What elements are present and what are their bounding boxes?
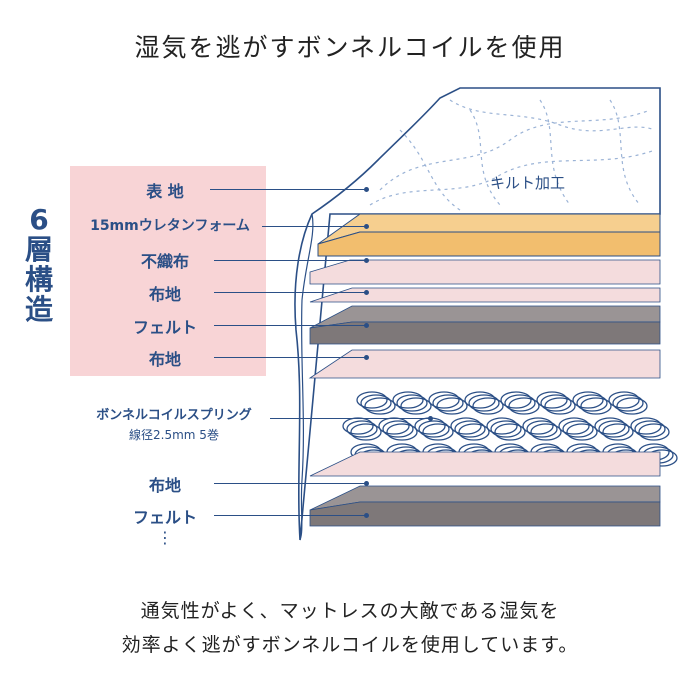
leader-line — [214, 260, 366, 261]
fabric-layer — [309, 287, 661, 303]
coil-loop — [350, 423, 382, 441]
layer-list-background — [70, 166, 266, 376]
coil-loop — [562, 420, 594, 438]
coil-loop — [386, 423, 418, 441]
coil-loop — [558, 417, 590, 435]
coil-loop — [566, 423, 598, 441]
leader-line — [262, 226, 366, 227]
layer-label: 不織布 — [140, 252, 189, 271]
coil-loop — [616, 397, 648, 415]
caption-line: 通気性がよく、マットレスの大敵である湿気を — [140, 600, 560, 622]
coil-loop — [580, 397, 612, 415]
quilt-label: キルト加工 — [490, 174, 566, 192]
coil-loop — [594, 417, 626, 435]
layer-label: 布地 — [148, 285, 181, 304]
coil-loop — [364, 397, 396, 415]
leader-dot — [364, 187, 369, 192]
coil-loop — [472, 397, 504, 415]
coil-loop — [630, 417, 662, 435]
coil-loop — [400, 397, 432, 415]
coil-loop — [612, 394, 644, 412]
leader-dot — [364, 355, 369, 360]
page-title: 湿気を逃がすボンネルコイルを使用 — [134, 33, 566, 62]
structure-label-char: 6 — [29, 203, 49, 236]
coil-loop — [540, 394, 572, 412]
fabric-layer — [308, 349, 661, 379]
structure-label-char: 層 — [24, 233, 53, 266]
layer-label: フェルト — [132, 508, 197, 527]
leader-dot — [364, 258, 369, 263]
coil-loop — [522, 417, 554, 435]
coil-loop — [450, 417, 482, 435]
structure-label-char: 構 — [24, 263, 53, 296]
coil-loop — [346, 420, 378, 438]
coil-loop — [382, 420, 414, 438]
leader-dot — [364, 290, 369, 295]
coil-loop — [602, 423, 634, 441]
fabric-layer — [309, 451, 661, 477]
coil-loop — [428, 391, 460, 409]
spring-spec: 線径2.5mm 5巻 — [129, 428, 219, 442]
caption: 通気性がよく、マットレスの大敵である湿気を 効率よく逃がすボンネルコイルを使用し… — [0, 594, 700, 662]
coil-loop — [544, 397, 576, 415]
coil-loop — [356, 391, 388, 409]
coil-loop — [576, 394, 608, 412]
coil-loop — [454, 420, 486, 438]
coil-loop — [608, 391, 640, 409]
felt-layer — [309, 485, 661, 527]
leader-dot — [428, 416, 433, 421]
coil-loop — [396, 394, 428, 412]
ellipsis: ⋮ — [157, 528, 173, 547]
layer-label: 布地 — [148, 350, 181, 369]
leader-dot — [364, 481, 369, 486]
coil-loop — [530, 423, 562, 441]
leader-dot — [364, 224, 369, 229]
coil-loop — [436, 397, 468, 415]
coil-loop — [494, 423, 526, 441]
coil-loop — [392, 391, 424, 409]
layer-label: 表 地 — [146, 182, 184, 201]
coil-loop — [638, 423, 670, 441]
coil-loop — [360, 394, 392, 412]
coil-loop — [504, 394, 536, 412]
coil-loop — [508, 397, 540, 415]
leader-line — [214, 325, 366, 326]
coil-loop — [432, 394, 464, 412]
coil-loop — [536, 391, 568, 409]
layer-label: 15mmウレタンフォーム — [90, 218, 250, 234]
felt-layer — [309, 305, 661, 345]
coil-loop — [490, 420, 522, 438]
coil-loop — [526, 420, 558, 438]
layer-label: 布地 — [148, 476, 181, 495]
coil-loop — [422, 423, 454, 441]
coil-loop — [598, 420, 630, 438]
quilted-cover — [294, 87, 661, 541]
nonwoven-layer — [309, 259, 661, 285]
coil-loop — [500, 391, 532, 409]
leader-line — [210, 189, 366, 190]
coil-loop — [458, 423, 490, 441]
layer-label: フェルト — [132, 318, 197, 337]
structure-label: 6 層 構 造 — [22, 205, 56, 325]
leader-line — [214, 357, 366, 358]
coil-loop — [468, 394, 500, 412]
leader-dot — [364, 513, 369, 518]
structure-label-char: 造 — [24, 293, 53, 326]
leader-line — [270, 418, 430, 419]
leader-line — [214, 515, 366, 516]
coil-loop — [486, 417, 518, 435]
coil-loop — [464, 391, 496, 409]
leader-line — [214, 483, 366, 484]
urethane-layer — [317, 213, 661, 257]
caption-line: 効率よく逃がすボンネルコイルを使用しています。 — [121, 634, 579, 656]
coil-loop — [418, 420, 450, 438]
coil-loop — [634, 420, 666, 438]
leader-dot — [364, 323, 369, 328]
coil-loop — [572, 391, 604, 409]
leader-line — [214, 292, 366, 293]
spring-label: ボンネルコイルスプリング — [96, 408, 252, 423]
